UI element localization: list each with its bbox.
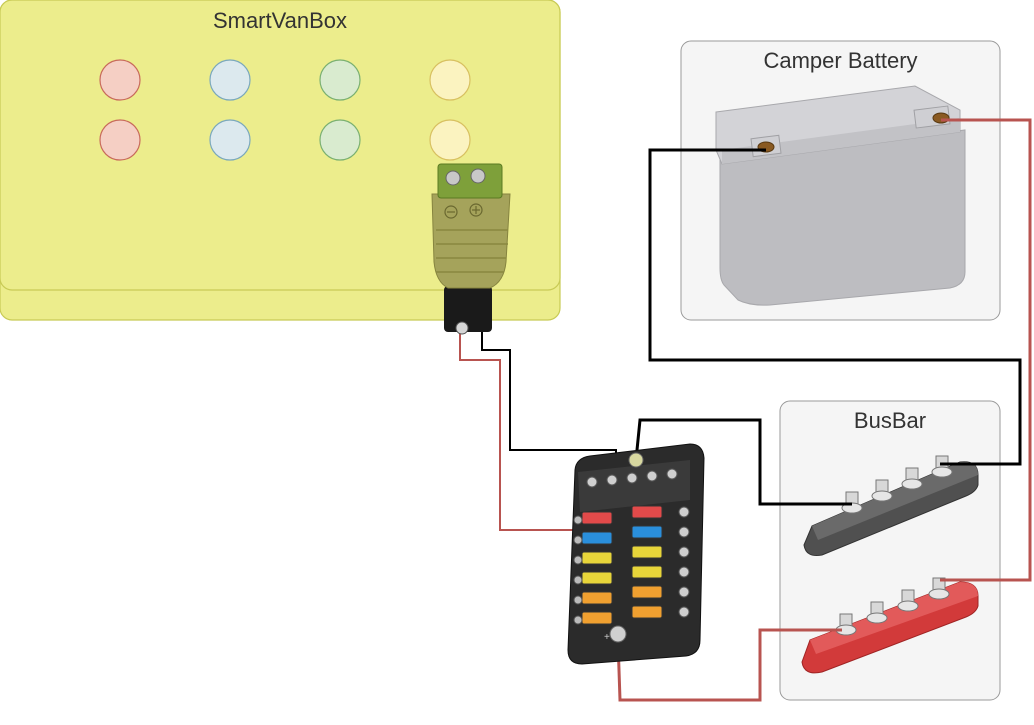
fuse-slots [581,505,663,625]
fusebox-positive-stud [609,625,627,643]
battery-positive-to-busbar-wire [940,118,1032,582]
fuse [581,571,613,585]
fusebox-positive-wire [616,628,842,702]
fuse-terminals [573,468,690,625]
ground-terminal [646,470,658,482]
fuse-ground-terminal [573,575,583,585]
negative-busbar [803,455,979,556]
fuse [581,511,613,525]
battery-image [715,85,966,306]
ground-terminal [586,476,598,488]
positive-busbar [801,577,979,674]
fuse [581,591,613,605]
fuse [581,611,613,625]
connector-barrel [444,286,492,332]
fusebox-plus-icon: + [604,632,610,643]
fuse-output-terminal [678,586,690,598]
battery-title: Camper Battery [763,48,918,73]
busbar-stud-nut [928,588,950,600]
smartvanbox-title: SmartVanBox [212,8,348,33]
fuse-output-terminal [678,606,690,618]
fusebox-ground-stud [628,452,644,468]
busbar-stud-nut [901,478,923,490]
status-led [319,119,361,161]
fuse [631,585,663,599]
fuse [631,505,663,519]
status-led [99,59,141,101]
fuse-ground-terminal [573,515,583,525]
fuse-box[interactable]: + [567,443,705,665]
status-led [429,119,471,161]
status-led [209,59,251,101]
connector-negative-wire [481,315,617,470]
fuse [581,551,613,565]
negative-busbar-studs [841,455,953,514]
minus-icon [444,205,458,219]
ground-terminal [666,468,678,480]
fuse [581,531,613,545]
smartvanbox[interactable] [0,0,561,321]
busbar-group[interactable] [779,400,1001,701]
fuse [631,565,663,579]
ground-terminal [626,472,638,484]
connector-sleeve [431,193,511,289]
dc-barrel-connector[interactable] [431,163,511,335]
positive-busbar-studs [835,577,950,636]
led-grid [99,59,471,161]
connector-screw-positive [470,168,486,184]
plus-icon [469,203,483,217]
busbar-stud-nut [866,612,888,624]
wires [459,118,1032,702]
fuse-output-terminal [678,566,690,578]
fuse-output-terminal [678,506,690,518]
status-led [209,119,251,161]
fuse [631,525,663,539]
busbar-stud-nut [931,466,953,478]
fuse-ground-terminal [573,595,583,605]
smartvanbox-front [0,0,561,291]
status-led [99,119,141,161]
busbar-stud-nut [897,600,919,612]
connector-positive-wire [459,315,590,531]
fuse-output-terminal [678,546,690,558]
fuse [631,545,663,559]
status-led [319,59,361,101]
fuse-output-terminal [678,526,690,538]
battery-group[interactable] [680,40,1001,321]
ground-terminal [606,474,618,486]
fuse-ground-terminal [573,555,583,565]
fusebox-negative-wire [634,418,852,506]
status-led [429,59,471,101]
busbar-title: BusBar [853,408,927,433]
battery-negative-to-busbar-wire [648,148,1022,466]
fuse [631,605,663,619]
fuse-ground-terminal [573,615,583,625]
busbar-stud-nut [871,490,893,502]
connector-screw-negative [445,170,461,186]
fuse-ground-terminal [573,535,583,545]
